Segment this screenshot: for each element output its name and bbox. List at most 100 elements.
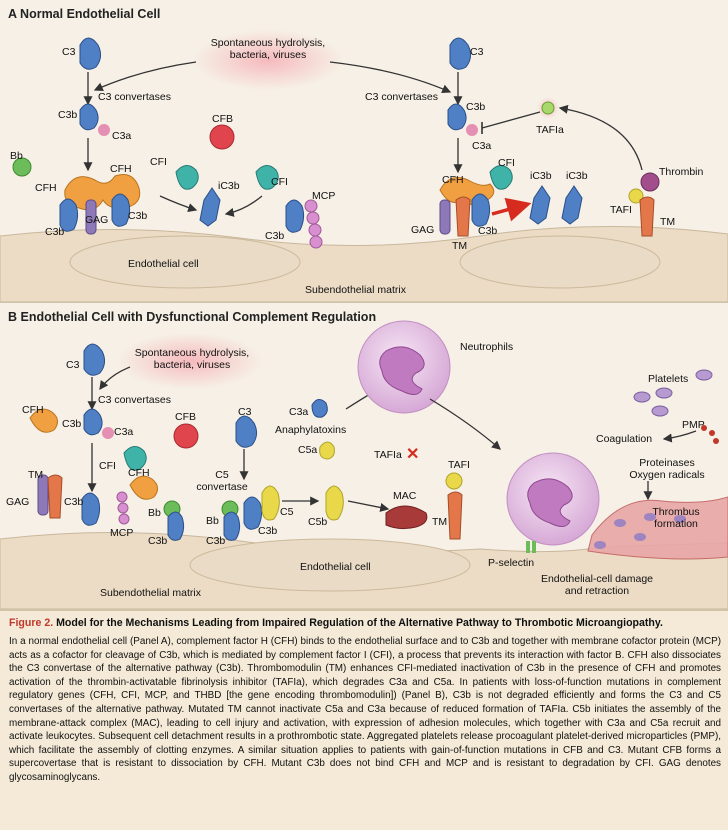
label-mac: MAC bbox=[393, 490, 417, 502]
label-c5b: C5b bbox=[308, 516, 328, 528]
c3b-b-2 bbox=[81, 492, 101, 526]
platelet-1 bbox=[633, 391, 651, 403]
mac-shape bbox=[385, 505, 428, 530]
c3b-left-shape bbox=[79, 103, 99, 131]
label-p-selectin: P-selectin bbox=[488, 557, 535, 569]
panel-a: A Normal Endothelial Cell bbox=[0, 0, 728, 303]
c3b-b-3 bbox=[167, 511, 185, 541]
label-mcp-b: MCP bbox=[110, 527, 134, 539]
label-c3-convertases-right: C3 convertases bbox=[365, 91, 438, 103]
label-thrombus: Thrombus formation bbox=[652, 506, 700, 531]
label-cfh-right: CFH bbox=[442, 174, 464, 186]
cfh-b-2 bbox=[129, 475, 158, 500]
label-c3b-b-5: C3b bbox=[258, 525, 278, 537]
label-c3a-right: C3a bbox=[472, 140, 492, 152]
label-c3-b-1: C3 bbox=[66, 359, 80, 371]
label-c3b-bottom-right: C3b bbox=[478, 225, 498, 237]
label-c3-convertases-b: C3 convertases bbox=[98, 394, 171, 406]
label-cfi-mid: CFI bbox=[271, 176, 288, 188]
pathogen-glow-b bbox=[118, 333, 262, 389]
label-c5-convertase: C5 convertase bbox=[196, 469, 248, 494]
c3a-right-shape bbox=[466, 124, 478, 136]
c3a-ana-shape bbox=[311, 399, 328, 418]
panel-b: B Endothelial Cell with Dysfunctional Co… bbox=[0, 303, 728, 610]
label-tm-b-1: TM bbox=[28, 469, 44, 481]
label-gag-b: GAG bbox=[6, 496, 30, 508]
c3-b-2 bbox=[235, 415, 258, 448]
label-cfb-a: CFB bbox=[212, 113, 233, 125]
ic3b-right-shape-2 bbox=[561, 185, 583, 225]
label-platelets: Platelets bbox=[648, 373, 689, 385]
label-thrombin: Thrombin bbox=[659, 166, 704, 178]
tafi-shape bbox=[628, 188, 644, 204]
caption-title-text: Model for the Mechanisms Leading from Im… bbox=[53, 617, 663, 629]
c5a-shape bbox=[319, 441, 335, 460]
c3b-b-1 bbox=[83, 408, 103, 436]
gag-b-shape bbox=[37, 474, 49, 516]
cfh-b-1 bbox=[29, 408, 58, 433]
label-tm-2: TM bbox=[660, 216, 676, 228]
thrombus-shape bbox=[587, 496, 728, 560]
cfb-b-shape bbox=[173, 423, 199, 449]
c5-shape bbox=[261, 485, 280, 521]
c3-right-shape bbox=[449, 37, 472, 70]
pathogen-glow bbox=[193, 30, 343, 90]
label-c3b-right: C3b bbox=[466, 101, 486, 113]
label-c3b-bottom-3: C3b bbox=[265, 230, 285, 242]
label-endothelial-cell-b: Endothelial cell bbox=[300, 561, 371, 573]
label-endothelial-cell-a: Endothelial cell bbox=[128, 258, 199, 270]
tm-b-shape-1 bbox=[47, 474, 63, 519]
c3a-b-shape bbox=[102, 427, 114, 439]
label-cfi-right: CFI bbox=[498, 157, 515, 169]
endothelial-cell-b bbox=[189, 538, 471, 592]
cfi-b-shape bbox=[123, 446, 147, 471]
label-tm-1: TM bbox=[452, 240, 468, 252]
label-cfh-2: CFH bbox=[110, 163, 132, 175]
thrombin-shape bbox=[640, 172, 660, 192]
label-tafi-b: TAFI bbox=[448, 459, 470, 471]
mcp-b bbox=[116, 491, 130, 525]
label-bb-b-2: Bb bbox=[206, 515, 219, 527]
panel-a-title: A Normal Endothelial Cell bbox=[8, 7, 161, 21]
c3b-right-shape bbox=[447, 103, 467, 131]
label-tafia-a: TAFIa bbox=[536, 124, 564, 136]
label-anaphylatoxins: Anaphylatoxins bbox=[275, 424, 347, 436]
label-tafi-a: TAFI bbox=[610, 204, 632, 216]
ic3b-left-shape bbox=[199, 187, 221, 227]
label-c3b-bottom-2: C3b bbox=[128, 210, 148, 222]
c3-b-1 bbox=[83, 343, 106, 376]
platelet-3 bbox=[651, 405, 669, 417]
label-c3-right: C3 bbox=[470, 46, 484, 58]
c3b-bound-2 bbox=[111, 193, 131, 227]
mcp-left bbox=[304, 199, 323, 249]
label-neutrophils: Neutrophils bbox=[460, 341, 514, 353]
label-spontaneous-a: Spontaneous hydrolysis, bacteria, viruse… bbox=[210, 37, 326, 62]
endothelial-cell-left bbox=[69, 235, 301, 289]
label-c3a-ana: C3a bbox=[289, 406, 309, 418]
cfi-mid-shape bbox=[255, 165, 279, 190]
ic3b-right-shape-1 bbox=[529, 185, 551, 225]
tafi-b-shape bbox=[445, 472, 463, 490]
label-subendothelial-a: Subendothelial matrix bbox=[305, 284, 406, 296]
endothelial-cell-right bbox=[459, 235, 661, 289]
label-c3a-b: C3a bbox=[114, 426, 134, 438]
cfi-left-shape bbox=[175, 165, 199, 190]
caption-figure-label: Figure 2. bbox=[9, 617, 54, 629]
label-cfb-b: CFB bbox=[175, 411, 196, 423]
label-mcp-a: MCP bbox=[312, 190, 336, 202]
label-proteinases: Proteinases Oxygen radicals bbox=[629, 457, 705, 482]
caption-title: Figure 2. Model for the Mechanisms Leadi… bbox=[9, 617, 721, 629]
label-cfh-b-2: CFH bbox=[128, 467, 150, 479]
c5-complex bbox=[243, 496, 263, 530]
label-ic3b-right-1: iC3b bbox=[530, 170, 552, 182]
label-c3b-left: C3b bbox=[58, 109, 78, 121]
label-c3b-b-1: C3b bbox=[62, 418, 82, 430]
label-cfi-left: CFI bbox=[150, 156, 167, 168]
label-gag-left: GAG bbox=[85, 214, 109, 226]
p-selectin-shape bbox=[526, 541, 530, 553]
label-ic3b-left: iC3b bbox=[218, 180, 240, 192]
tm-b-shape-2 bbox=[447, 491, 463, 540]
bb-shape bbox=[12, 157, 32, 177]
label-tm-b-2: TM bbox=[432, 516, 448, 528]
label-cfh-b-1: CFH bbox=[22, 404, 44, 416]
